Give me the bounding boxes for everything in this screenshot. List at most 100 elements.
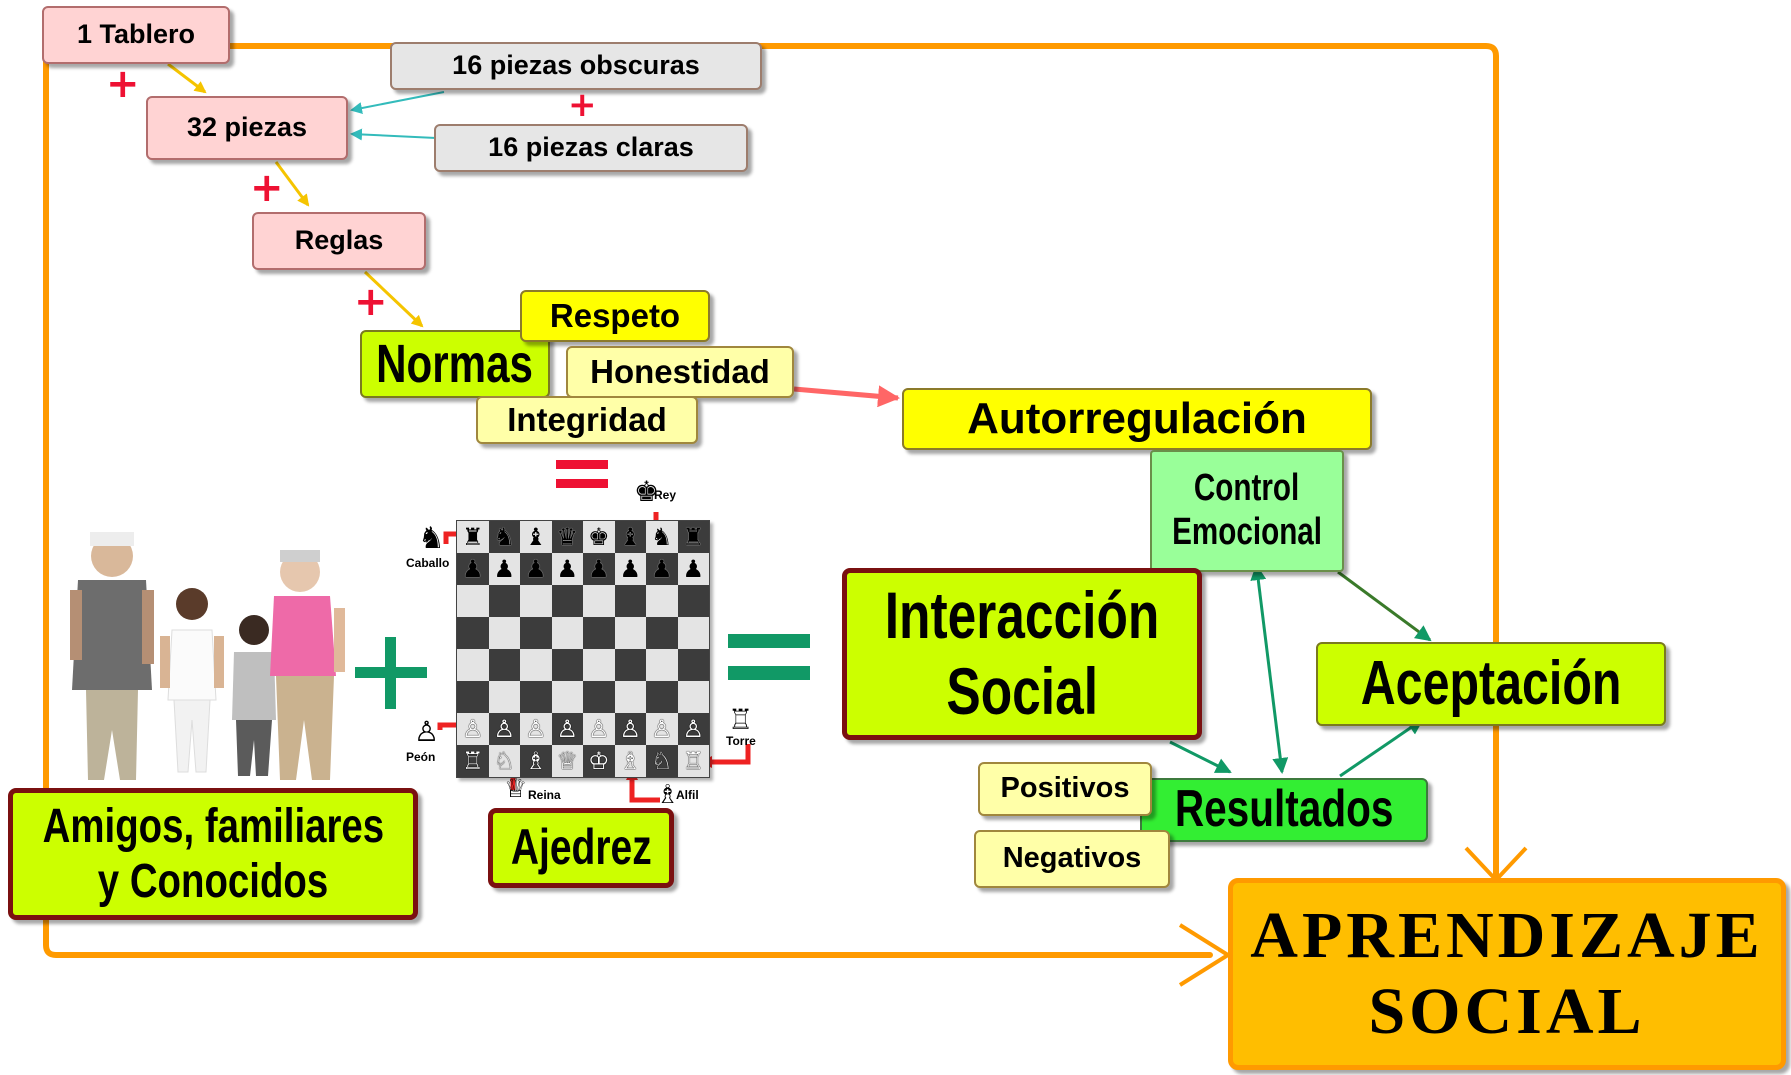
chess-square: ♟: [583, 553, 615, 585]
node-reglas: Reglas: [252, 212, 426, 270]
green-plus-horizontal: [355, 667, 427, 678]
chess-piece-icon: ♖: [461, 747, 484, 775]
orange-frame-line: [43, 43, 1499, 958]
chess-square: [551, 649, 583, 681]
person-grandmother: [270, 550, 345, 780]
chess-square: ♟: [677, 553, 709, 585]
chess-square: [457, 681, 489, 713]
chess-square: [646, 681, 678, 713]
control-label: Control: [1194, 467, 1300, 510]
chess-square: [488, 585, 520, 617]
claras-label: 16 piezas claras: [488, 132, 694, 163]
chess-square: ♚: [583, 521, 615, 553]
chess-square: ♙: [677, 713, 709, 745]
node-positivos: Positivos: [978, 762, 1152, 816]
oscuras-label: 16 piezas obscuras: [452, 50, 700, 81]
red-equals-bottom: [556, 479, 608, 488]
chessboard-grid: ♜♞♝♛♚♝♞♜♟♟♟♟♟♟♟♟♙♙♙♙♙♙♙♙♖♘♗♕♔♗♘♖: [457, 521, 709, 777]
ajedrez-label: Ajedrez: [510, 819, 652, 876]
rey-label: Rey: [654, 488, 677, 502]
connector-claras-piezas: [350, 128, 437, 141]
chess-square: ♙: [583, 713, 615, 745]
chess-piece-icon: ♗: [524, 747, 547, 775]
torre-label: Torre: [726, 734, 756, 748]
arrow-alfil: [626, 768, 660, 803]
chess-square: ♜: [457, 521, 489, 553]
chess-piece-icon: ♟: [650, 555, 673, 583]
node-honestidad: Honestidad: [566, 346, 794, 398]
chess-square: [614, 617, 646, 649]
chess-piece-icon: ♜: [682, 523, 704, 551]
chess-square: ♔: [583, 745, 615, 777]
chess-square: [677, 617, 709, 649]
chess-piece-icon: ♘: [650, 747, 673, 775]
chess-square: ♛: [551, 521, 583, 553]
chess-piece-icon: ♟: [682, 555, 704, 583]
chess-piece-icon: ♙: [524, 715, 547, 743]
chess-square: ♟: [551, 553, 583, 585]
chess-square: ♙: [614, 713, 646, 745]
chess-piece-icon: ♟: [587, 555, 610, 583]
chess-square: ♞: [646, 521, 678, 553]
connector-honestidad-autorregulacion: [793, 385, 900, 408]
torre-piece-icon: ♖: [728, 703, 754, 736]
reina-label: Reina: [528, 788, 561, 802]
node-16-piezas-claras: 16 piezas claras: [434, 124, 748, 172]
chess-square: [583, 649, 615, 681]
node-normas: Normas: [360, 330, 550, 398]
alfil-piece-icon: ♗: [656, 780, 680, 810]
rey-piece-icon: ♚: [634, 475, 660, 508]
chess-piece-icon: ♗: [619, 747, 641, 775]
chess-square: ♙: [520, 713, 552, 745]
connector-control-resultados: [1250, 564, 1289, 774]
aprendizaje-label: APRENDIZAJE: [1250, 899, 1764, 973]
chess-square: [646, 617, 678, 649]
chess-piece-icon: ♕: [556, 747, 578, 775]
node-16-piezas-obscuras: 16 piezas obscuras: [390, 42, 762, 90]
node-interaccion-social: Interacción Social: [842, 568, 1202, 740]
negativos-label: Negativos: [1002, 842, 1142, 875]
chess-square: [614, 649, 646, 681]
chess-square: [520, 585, 552, 617]
chessboard: ♜♞♝♛♚♝♞♜♟♟♟♟♟♟♟♟♙♙♙♙♙♙♙♙♖♘♗♕♔♗♘♖: [456, 520, 710, 778]
chess-square: [614, 681, 646, 713]
connector-tablero-piezas: [167, 62, 207, 94]
chess-square: [520, 649, 552, 681]
person-girl: [160, 588, 224, 773]
social-label-final: SOCIAL: [1368, 975, 1646, 1048]
positivos-label: Positivos: [1000, 772, 1130, 805]
peon-label: Peón: [406, 750, 436, 764]
chess-square: [646, 649, 678, 681]
connector-control-aceptacion: [1337, 570, 1432, 642]
chess-square: [551, 585, 583, 617]
chess-piece-icon: ♟: [524, 555, 547, 583]
node-autorregulacion: Autorregulación: [902, 388, 1372, 450]
chess-square: ♗: [614, 745, 646, 777]
chess-piece-icon: ♞: [650, 523, 673, 551]
connector-interaccion-resultados: [1169, 740, 1232, 774]
chess-square: ♗: [520, 745, 552, 777]
green-equals-bottom: [728, 666, 810, 680]
family-photo: [70, 532, 345, 780]
chess-piece-icon: ♟: [556, 555, 578, 583]
chess-piece-icon: ♜: [461, 523, 484, 551]
honestidad-label: Honestidad: [590, 353, 770, 391]
chess-square: ♞: [488, 521, 520, 553]
node-negativos: Negativos: [974, 830, 1170, 888]
arrow-torre: [700, 744, 751, 768]
chess-piece-icon: ♙: [493, 715, 515, 743]
chess-square: ♖: [457, 745, 489, 777]
chess-piece-icon: ♙: [682, 715, 704, 743]
normas-label: Normas: [376, 333, 534, 394]
node-ajedrez: Ajedrez: [488, 808, 674, 888]
chess-piece-icon: ♚: [587, 523, 610, 551]
alfil-label: Alfil: [676, 788, 699, 802]
chess-square: ♕: [551, 745, 583, 777]
tablero-label: 1 Tablero: [76, 19, 196, 50]
chess-piece-icon: ♛: [556, 523, 578, 551]
chess-square: ♙: [457, 713, 489, 745]
chess-piece-icon: ♟: [619, 555, 641, 583]
red-equals-top: [556, 460, 608, 469]
node-respeto: Respeto: [520, 290, 710, 342]
